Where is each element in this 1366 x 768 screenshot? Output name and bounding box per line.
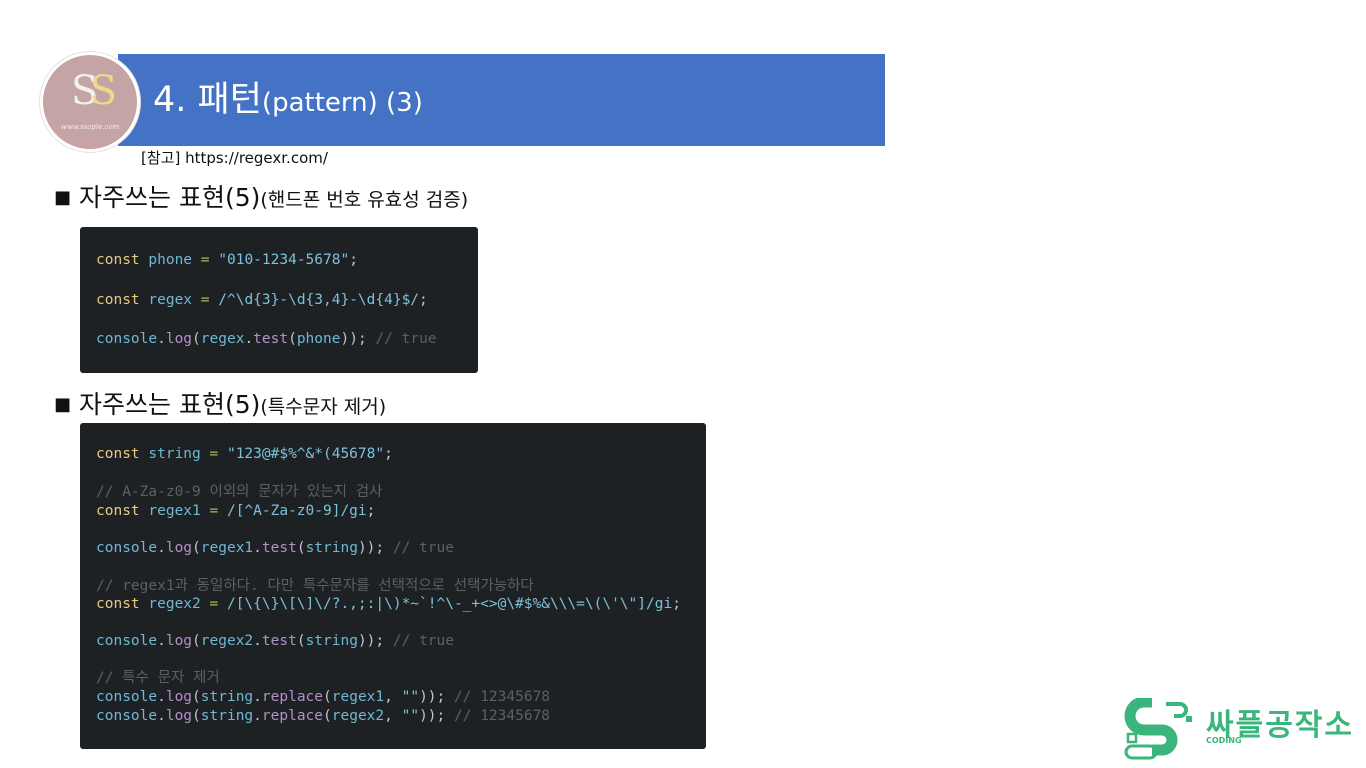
code-line: console.log(regex1.test(string)); // tru… bbox=[96, 540, 454, 556]
title-banner bbox=[118, 54, 885, 146]
code-line: // regex1과 동일하다. 다만 특수문자를 선택적으로 선택가능하다 bbox=[96, 578, 534, 594]
code-line: const phone = "010-1234-5678"; bbox=[96, 252, 358, 268]
brand-coding-label: CODING bbox=[1206, 736, 1242, 745]
code-block-phone: const phone = "010-1234-5678"; const rege… bbox=[80, 227, 478, 373]
code-line: console.log(string.replace(regex2, ""));… bbox=[96, 708, 551, 724]
brand-s-icon bbox=[1124, 696, 1192, 760]
ssaple-logo: SS www.ssaple.com bbox=[40, 52, 140, 152]
logo-letters: SS bbox=[70, 68, 117, 114]
code-line: const regex = /^\d{3}-\d{3,4}-\d{4}$/; bbox=[96, 292, 428, 308]
code-block-special-chars: const string = "123@#$%^&*(45678"; // A-Z… bbox=[80, 423, 706, 749]
square-bullet-icon: ■ bbox=[54, 187, 72, 208]
code-line: console.log(string.replace(regex1, ""));… bbox=[96, 689, 551, 705]
code-line: console.log(regex.test(phone)); // true bbox=[96, 331, 437, 347]
code-line: // A-Za-z0-9 이외의 문자가 있는지 검사 bbox=[96, 484, 383, 500]
code-line: const string = "123@#$%^&*(45678"; bbox=[96, 446, 393, 462]
section-heading-special-chars: ■자주쓰는 표현(5)(특수문자 제거) bbox=[54, 390, 387, 419]
reference-link: [참고] https://regexr.com/ bbox=[141, 149, 328, 167]
logo-url: www.ssaple.com bbox=[60, 123, 120, 131]
title-sub: (pattern) (3) bbox=[261, 88, 423, 118]
code-line: console.log(regex2.test(string)); // tru… bbox=[96, 633, 454, 649]
code-line: // 특수 문자 제거 bbox=[96, 670, 220, 686]
code-line: const regex1 = /[^A-Za-z0-9]/gi; bbox=[96, 503, 376, 519]
code-line: const regex2 = /[\{\}\[\]\/?.,;:|\)*~`!^… bbox=[96, 596, 681, 612]
page-title: 4. 패턴(pattern) (3) bbox=[153, 78, 423, 125]
section-heading-phone: ■자주쓰는 표현(5)(핸드폰 번호 유효성 검증) bbox=[54, 183, 469, 212]
square-bullet-icon: ■ bbox=[54, 394, 72, 415]
brand-logo: 싸플공작소 CODING bbox=[1122, 696, 1362, 762]
brand-name: 싸플공작소 bbox=[1206, 708, 1354, 743]
title-main: 4. 패턴 bbox=[153, 80, 262, 120]
